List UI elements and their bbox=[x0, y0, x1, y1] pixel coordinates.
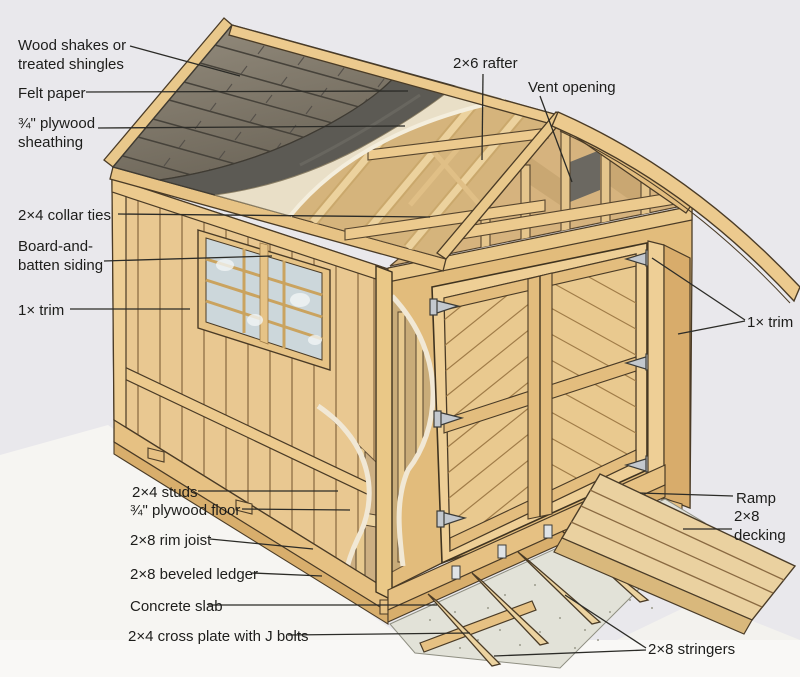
label-ramp: Ramp bbox=[736, 490, 777, 507]
label-board-and-batten: Board-and-batten siding bbox=[18, 238, 104, 274]
ramp bbox=[553, 473, 797, 635]
label-beveled-ledger: 2×8 beveled ledger bbox=[130, 566, 259, 583]
double-doors bbox=[429, 242, 654, 565]
label-plywood-sheathing: ¾" plywood sheathing bbox=[18, 115, 96, 151]
window-mullion bbox=[259, 242, 269, 345]
front-corner-trim bbox=[375, 264, 393, 602]
label-rafter: 2×6 rafter bbox=[453, 55, 518, 72]
window bbox=[197, 229, 331, 371]
ramp-edge bbox=[553, 537, 753, 635]
label-concrete-slab: Concrete slab bbox=[130, 598, 223, 615]
foundation-and-ramp bbox=[387, 464, 797, 669]
left-edge-trim bbox=[111, 177, 127, 432]
label-trim-right: 1× trim bbox=[747, 314, 794, 331]
label-trim-left: 1× trim bbox=[18, 302, 65, 319]
label-felt-paper: Felt paper bbox=[18, 85, 86, 102]
right-wall-face bbox=[663, 244, 691, 509]
left-beveled-ledger bbox=[113, 441, 389, 625]
label-vent: Vent opening bbox=[528, 79, 616, 96]
label-wood-shakes: Wood shakes or treated shingles bbox=[18, 37, 127, 73]
left-rim-joist bbox=[113, 418, 389, 625]
label-plywood-floor: ¾" plywood floor bbox=[130, 502, 241, 519]
label-studs: 2×4 studs bbox=[132, 484, 198, 501]
left-wall bbox=[111, 177, 389, 593]
open-roof-framing bbox=[289, 99, 566, 260]
j-bolts bbox=[451, 524, 553, 580]
front-cutaway bbox=[390, 294, 436, 573]
label-collar-ties: 2×4 collar ties bbox=[18, 207, 111, 224]
right-corner-trim bbox=[647, 240, 665, 499]
roof bbox=[103, 17, 800, 304]
label-decking: 2×8 decking bbox=[734, 508, 786, 544]
cross-plate bbox=[419, 600, 537, 653]
leader-lines bbox=[70, 45, 746, 657]
label-rim-joist: 2×8 rim joist bbox=[130, 532, 212, 549]
label-cross-plate: 2×4 cross plate with J bolts bbox=[128, 628, 309, 645]
vent-opening bbox=[570, 150, 600, 202]
roof-overhang bbox=[551, 111, 800, 303]
label-stringers: 2×8 stringers bbox=[648, 641, 736, 658]
